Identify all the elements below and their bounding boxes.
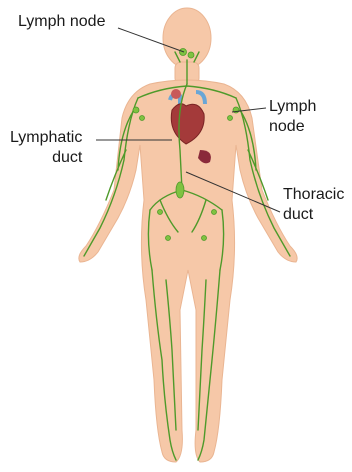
body-silhouette — [79, 8, 297, 462]
label-lymphatic-duct: Lymphatic duct — [10, 128, 82, 168]
label-text-line-1: Thoracic — [283, 185, 344, 205]
label-text-line-1: Lymphatic — [10, 128, 82, 148]
label-thoracic-duct: Thoracic duct — [283, 185, 344, 225]
label-text-line-2: duct — [10, 148, 82, 168]
label-lymph-node-right: Lymph node — [269, 97, 316, 137]
label-text-line-2: duct — [283, 205, 344, 225]
label-text: Lymph node — [18, 12, 105, 32]
label-text-line-1: Lymph — [269, 97, 316, 117]
label-lymph-node-top: Lymph node — [18, 12, 105, 32]
label-text-line-2: node — [269, 117, 316, 137]
